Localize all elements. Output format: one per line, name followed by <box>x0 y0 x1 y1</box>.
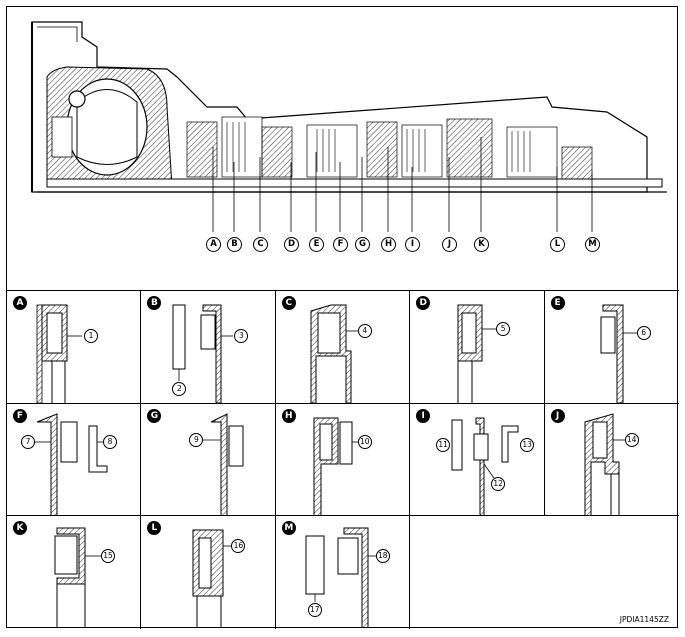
panel-label-b: B <box>147 296 162 310</box>
callout-f: F <box>333 237 348 252</box>
callout-d: D <box>284 237 299 252</box>
detail-panel-d: D 5 <box>410 291 545 404</box>
callout-l: L <box>550 237 565 252</box>
part-number-7: 7 <box>21 434 35 449</box>
detail-panel-k: K 15 <box>7 516 142 629</box>
detail-panel-e: E 6 <box>544 291 679 404</box>
panel-label-f: F <box>13 408 27 423</box>
part-number-12: 12 <box>491 476 506 491</box>
transmission-cross-section: A B C D E F G H I J K L M <box>7 7 679 291</box>
part-number-11: 11 <box>436 437 451 452</box>
part-number-4: 4 <box>357 324 372 338</box>
figure-code: JPDIA1145ZZ <box>619 615 669 624</box>
panel-label-j: J <box>550 408 565 423</box>
part-number-5: 5 <box>496 322 511 336</box>
detail-panel-f: F 7 8 <box>7 403 142 517</box>
panel-label-m: M <box>281 521 296 536</box>
panel-label-k: K <box>13 521 27 536</box>
callout-k: K <box>474 237 489 252</box>
cross-section-drawing <box>31 21 667 232</box>
detail-panel-i: I 11 12 13 <box>410 403 545 517</box>
panel-label-l: L <box>147 521 162 536</box>
callout-e: E <box>309 237 324 252</box>
panel-label-h: H <box>281 408 296 423</box>
detail-panel-c: C 4 <box>275 291 411 404</box>
part-number-3: 3 <box>234 329 249 343</box>
panel-label-e: E <box>550 296 565 310</box>
callout-g: G <box>355 237 370 252</box>
callout-m: M <box>585 237 600 252</box>
panel-label-a: A <box>13 296 27 310</box>
part-number-16: 16 <box>231 539 246 554</box>
part-number-8: 8 <box>103 434 117 449</box>
part-number-10: 10 <box>357 434 372 449</box>
detail-panel-a: A 1 <box>7 291 142 404</box>
part-number-18: 18 <box>375 549 390 564</box>
detail-panel-m: M 17 18 <box>276 516 411 629</box>
diagram-frame: A B C D E F G H I J K L M A 1 B 2 3 C 4 … <box>6 6 679 629</box>
detail-panel-g: G 9 <box>141 403 276 517</box>
panel-label-c: C <box>281 296 296 310</box>
part-number-17: 17 <box>307 603 322 618</box>
detail-panel-j: J 14 <box>544 404 679 517</box>
callout-a: A <box>206 237 221 252</box>
part-number-14: 14 <box>624 432 639 447</box>
callout-h: H <box>381 237 396 252</box>
detail-panel-h: H 10 <box>275 403 411 517</box>
detail-panel-b: B 2 3 <box>141 291 276 404</box>
part-number-9: 9 <box>189 432 204 447</box>
callout-i: I <box>405 237 420 252</box>
callout-j: J <box>442 237 457 252</box>
callout-b: B <box>227 237 242 252</box>
panel-label-d: D <box>416 296 431 310</box>
panel-label-g: G <box>147 408 162 423</box>
part-number-6: 6 <box>636 326 651 340</box>
panel-label-i: I <box>416 408 431 423</box>
callout-c: C <box>253 237 268 252</box>
part-number-2: 2 <box>172 382 187 396</box>
part-number-13: 13 <box>520 437 535 452</box>
part-number-1: 1 <box>84 329 98 343</box>
detail-panel-l: L 16 <box>141 516 276 629</box>
part-number-15: 15 <box>101 549 115 564</box>
